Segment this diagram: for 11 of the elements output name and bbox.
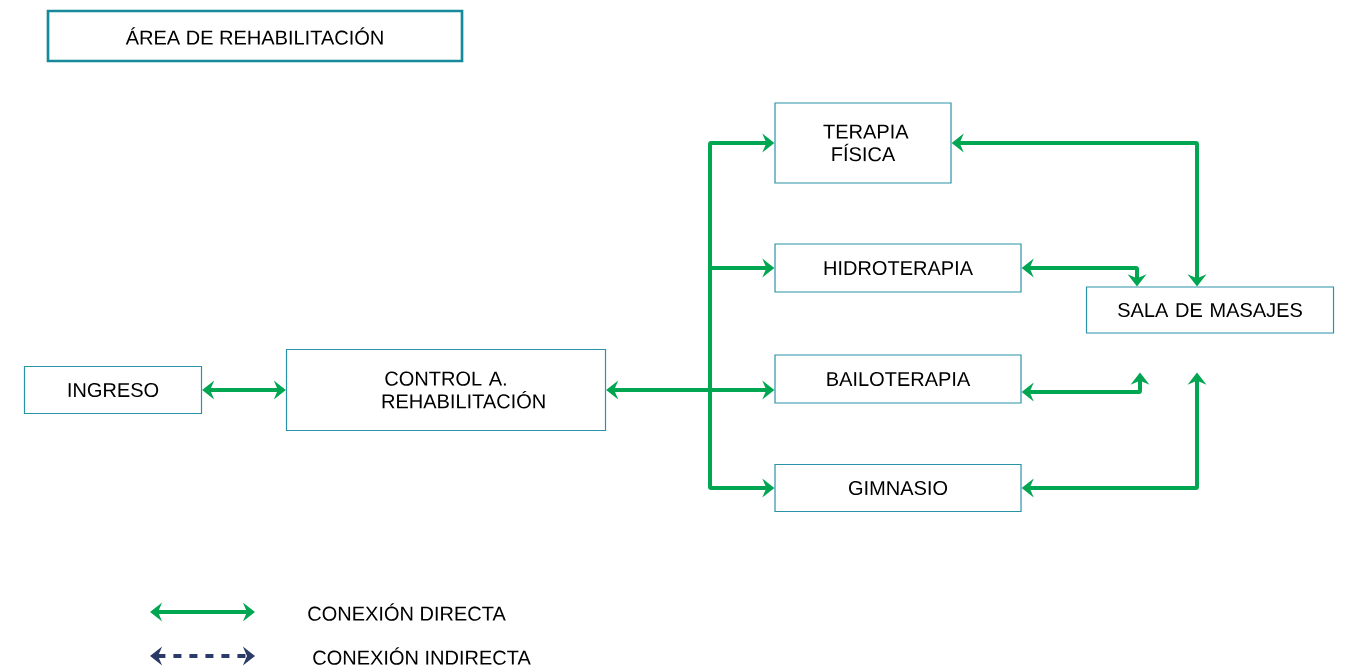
process-box: CONTROL A. REHABILITACIÓN: [285, 348, 607, 432]
legend-text: CONEXIÓN DIRECTA: [308, 603, 506, 621]
process-box: BAILOTERAPIA: [774, 354, 1022, 404]
legend-text: CONEXIÓN INDIRECTA: [313, 647, 531, 665]
process-box: INGRESO: [23, 365, 203, 415]
process-box: HIDROTERAPIA: [774, 243, 1022, 293]
arrow: [202, 380, 286, 400]
process-box: SALA DE MASAJES: [1085, 286, 1335, 334]
process-box: TERAPIA FÍSICA: [774, 102, 952, 184]
process-box: GIMNASIO: [774, 463, 1022, 513]
title-box: ÁREA DE REHABILITACIÓN: [46, 9, 464, 63]
